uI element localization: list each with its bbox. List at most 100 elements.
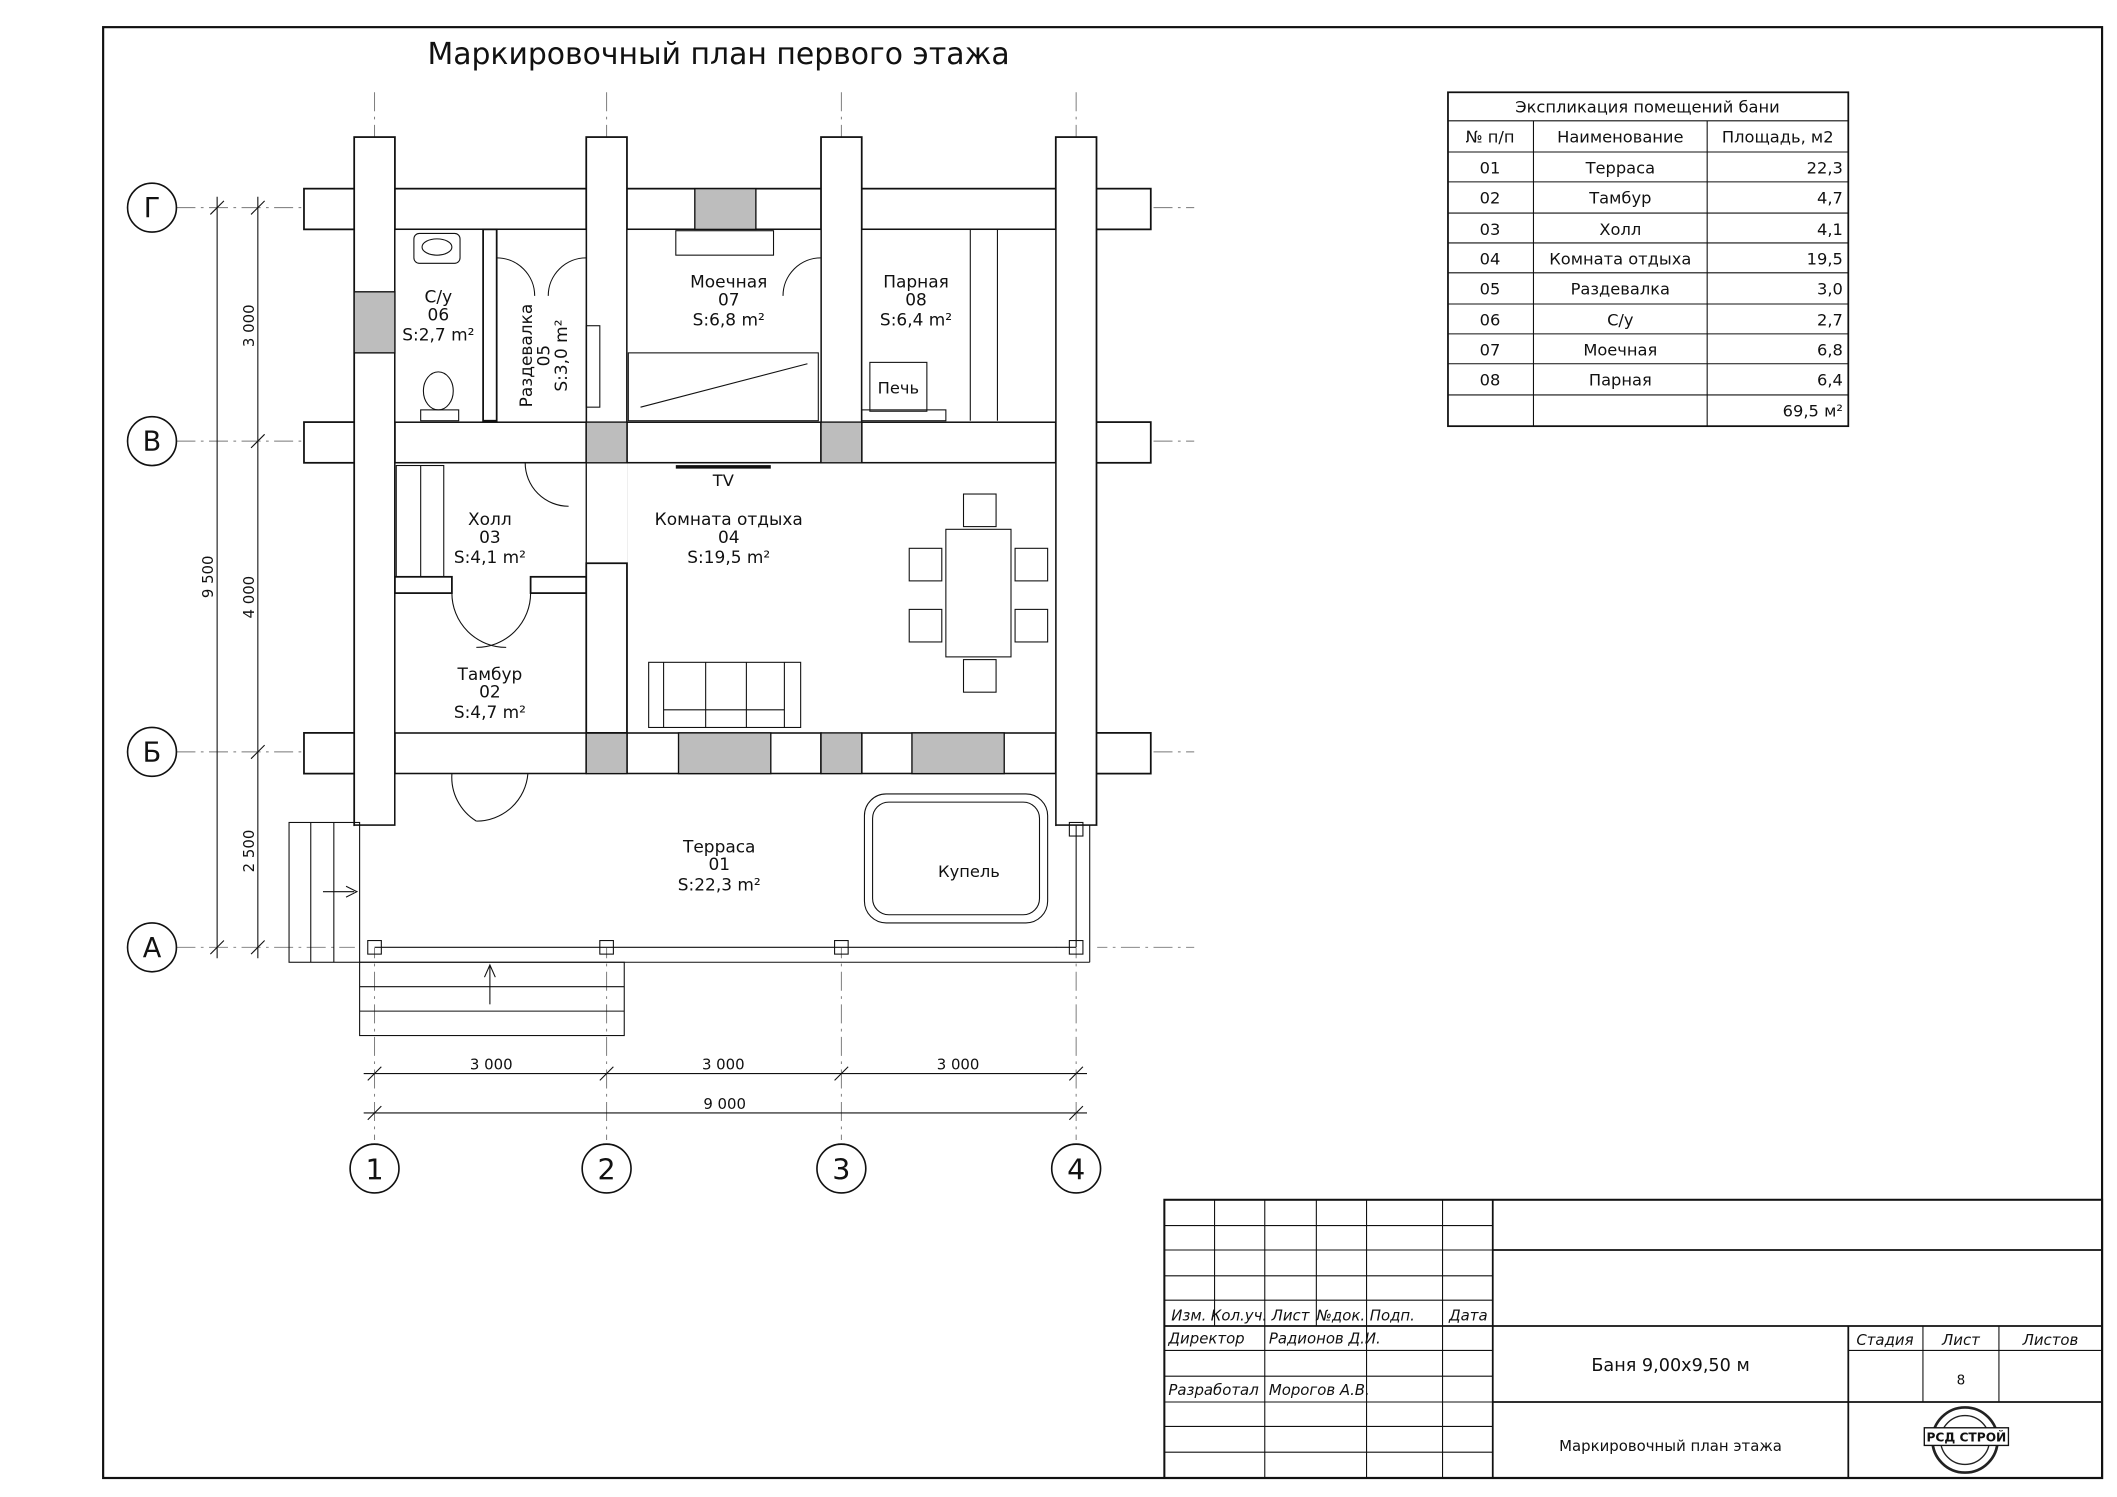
stairs-side xyxy=(288,821,361,963)
partition-holl xyxy=(394,575,453,594)
stamp-drawing-name: Маркировочный план этажа xyxy=(1559,1437,1782,1455)
stairs-front xyxy=(359,961,625,1037)
room-area-moechnaya xyxy=(627,230,821,422)
wardrobe-icon xyxy=(395,464,445,578)
shower-tray-icon xyxy=(627,352,819,422)
dim-bottom-segment: 3 000 xyxy=(937,1055,980,1073)
svg-text:6,4: 6,4 xyxy=(1817,370,1843,389)
room-razdevalka: Раздевалка 05 S:3,0 m² xyxy=(516,304,571,408)
stamp-role-developer: Разработал xyxy=(1168,1381,1259,1399)
windows xyxy=(353,187,1005,775)
table-row: 08 Парная 6,4 xyxy=(1480,370,1843,389)
room-holl: Холл 03 S:4,1 m² xyxy=(454,509,526,567)
room-terrasa: Терраса 01 S:22,3 m² xyxy=(678,836,761,894)
tv-label: TV xyxy=(712,471,734,490)
post-icon xyxy=(599,940,614,955)
axis-label-g: Г xyxy=(144,193,161,224)
dimension-lines: 9 500 3 000 4 000 2 500 3 000 3 000 3 00… xyxy=(199,196,1087,1121)
room-moechnaya: Моечная 07 S:6,8 m² xyxy=(690,272,767,330)
axis-bubbles: Г В Б А 1 2 3 4 xyxy=(126,182,1102,1194)
svg-text:Холл: Холл xyxy=(1599,220,1641,239)
room-tambur: Тамбур 02 S:4,7 m² xyxy=(454,664,526,722)
room-area: S:3,0 m² xyxy=(551,320,571,392)
room-area: S:22,3 m² xyxy=(678,874,761,894)
room-number: 03 xyxy=(479,527,501,547)
svg-text:Раздевалка: Раздевалка xyxy=(1571,280,1670,299)
axis-label-v: В xyxy=(143,427,162,458)
svg-text:Парная: Парная xyxy=(1589,370,1652,389)
partition-holl-right xyxy=(529,575,588,594)
terrace xyxy=(288,821,1091,1037)
post-icon xyxy=(1068,821,1084,837)
explication-table: Экспликация помещений бани № п/п Наимено… xyxy=(1447,91,1850,428)
svg-text:05: 05 xyxy=(1480,280,1501,299)
stove-label: Печь xyxy=(878,379,919,398)
pool-label: Купель xyxy=(938,862,1000,881)
stamp-stage-label: Стадия xyxy=(1856,1331,1913,1349)
svg-text:07: 07 xyxy=(1480,341,1501,360)
svg-text:3,0: 3,0 xyxy=(1817,280,1843,299)
stamp-header-list: Лист xyxy=(1271,1307,1311,1325)
header-num: № п/п xyxy=(1466,128,1515,147)
sofa-icon xyxy=(648,661,802,729)
post-icon xyxy=(1068,940,1084,955)
window-su xyxy=(353,291,396,354)
svg-text:Комната отдыха: Комната отдыха xyxy=(1549,250,1691,269)
room-name: С/у xyxy=(425,287,453,307)
stamp-header-koluch: Кол.уч. xyxy=(1211,1307,1267,1325)
stamp-sheets-label: Листов xyxy=(2022,1331,2079,1349)
stamp-sheet-value: 8 xyxy=(1957,1372,1966,1388)
post-icon xyxy=(834,940,849,955)
room-su: С/у 06 S:2,7 m² xyxy=(402,287,474,345)
axis-label-b: Б xyxy=(143,737,162,768)
table-row: 02 Тамбур 4,7 xyxy=(1480,189,1843,208)
stamp-header-ndok: №док. xyxy=(1315,1307,1365,1325)
window-komnata-1 xyxy=(677,732,772,775)
explication-total: 69,5 м² xyxy=(1783,402,1843,421)
svg-text:03: 03 xyxy=(1480,220,1501,239)
doors xyxy=(451,257,822,822)
table-row: 06 С/у 2,7 xyxy=(1480,311,1843,330)
room-parnaya: Парная 08 S:6,4 m² xyxy=(880,272,952,330)
axis-label-1: 1 xyxy=(365,1153,383,1186)
room-area-terrasa xyxy=(395,774,1056,949)
stamp-name-developer: Морогов А.В. xyxy=(1269,1381,1370,1399)
svg-text:22,3: 22,3 xyxy=(1807,159,1843,178)
logo-text: РСД СТРОЙ xyxy=(1926,1429,2006,1444)
sink-icon xyxy=(413,232,461,264)
svg-text:Терраса: Терраса xyxy=(1585,159,1655,178)
room-name: Терраса xyxy=(682,836,755,856)
wall-axis-1 xyxy=(353,136,396,827)
room-name: Холл xyxy=(468,509,512,529)
room-area: S:6,4 m² xyxy=(880,310,952,330)
room-labels: Моечная 07 S:6,8 m² Парная 08 S:6,4 m² С… xyxy=(402,272,952,895)
pool-icon xyxy=(863,793,1049,924)
svg-text:6,8: 6,8 xyxy=(1817,341,1843,360)
room-area: S:4,7 m² xyxy=(454,702,526,722)
table-row: 05 Раздевалка 3,0 xyxy=(1480,280,1843,299)
moechnaya-shelf xyxy=(675,230,775,256)
room-number: 04 xyxy=(718,527,740,547)
svg-text:4,7: 4,7 xyxy=(1817,189,1843,208)
chair-icon xyxy=(1014,547,1049,582)
door-razdevalka xyxy=(524,462,569,507)
table-row: 03 Холл 4,1 xyxy=(1480,220,1843,239)
room-name: Раздевалка xyxy=(516,304,536,408)
dim-left-segment: 2 500 xyxy=(240,830,258,873)
dim-left-segment: 3 000 xyxy=(240,304,258,347)
sheet-frame xyxy=(102,26,2104,1480)
svg-text:4,1: 4,1 xyxy=(1817,220,1843,239)
window-moechnaya xyxy=(694,187,757,231)
stamp-header-izm: Изм. xyxy=(1171,1307,1206,1325)
svg-text:06: 06 xyxy=(1480,311,1501,330)
room-name: Парная xyxy=(883,272,949,292)
axis-label-2: 2 xyxy=(598,1153,616,1186)
dim-bottom-segment: 3 000 xyxy=(470,1055,513,1073)
stamp-role-director: Директор xyxy=(1167,1330,1244,1348)
room-name: Моечная xyxy=(690,272,767,292)
dim-bottom-total: 9 000 xyxy=(703,1095,746,1113)
chair-icon xyxy=(962,659,997,693)
room-number: 05 xyxy=(534,345,554,367)
plan-title: Маркировочный план первого этажа xyxy=(427,37,1009,72)
